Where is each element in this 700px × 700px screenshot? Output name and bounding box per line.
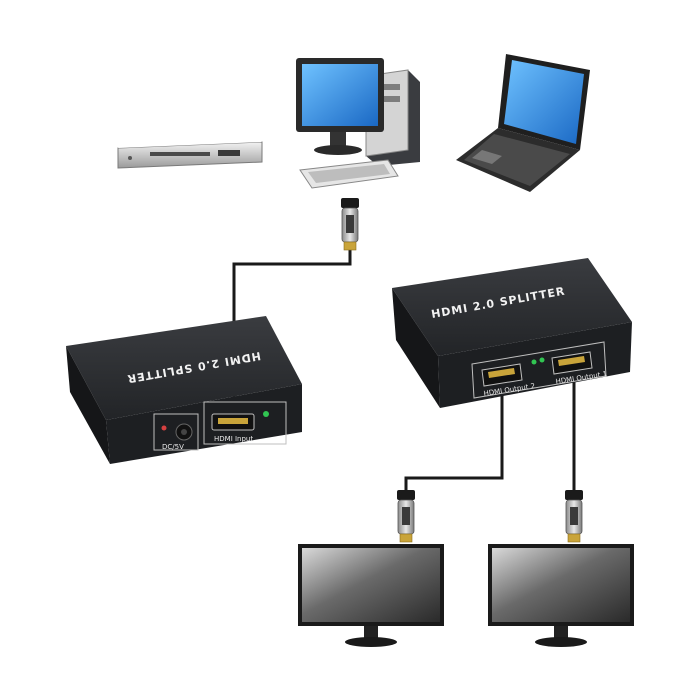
monitor-icon: [488, 544, 634, 647]
hdmi-connector-icon: [565, 490, 583, 542]
laptop-icon: [456, 54, 590, 192]
hdmi-connector-icon: [397, 490, 415, 542]
dvd-player-icon: [118, 140, 262, 168]
dc-power-label: DC/5V: [162, 443, 184, 451]
hdmi-input-label: HDMI Input: [214, 435, 253, 443]
hdmi-connector-icon: [341, 198, 359, 250]
splitter-output-side: HDMI 2.0 SPLITTER HDMI Output 2 HDMI Out…: [392, 258, 632, 408]
desktop-computer-icon: [296, 58, 420, 188]
splitter-input-side: HDMI 2.0 SPLITTER DC/5V HDMI Input: [66, 316, 302, 464]
monitor-icon: [298, 544, 444, 647]
